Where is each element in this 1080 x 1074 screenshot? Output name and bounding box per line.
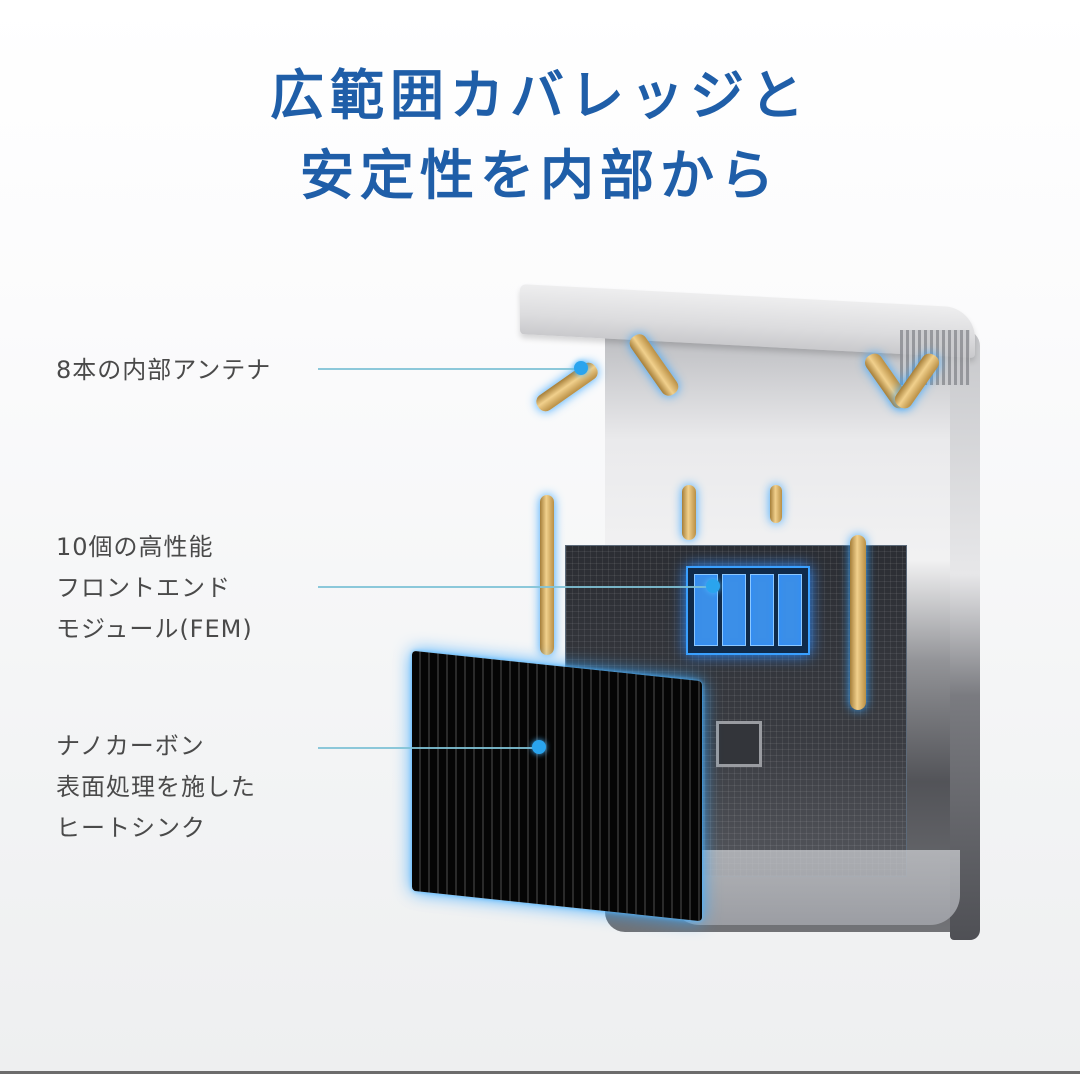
fem-chip: [750, 574, 774, 646]
heatsink: [412, 650, 702, 922]
callout-antenna-line-1: 8本の内部アンテナ: [56, 356, 272, 384]
callout-fem: 10個の高性能 フロントエンド モジュール(FEM): [56, 527, 253, 650]
antenna-icon: [770, 485, 782, 523]
processor-chip: [716, 721, 762, 767]
antenna-icon: [850, 535, 866, 710]
callout-fem-line-2: フロントエンド: [56, 574, 231, 602]
callout-heatsink-line-3: ヒートシンク: [56, 814, 206, 842]
bottom-border: [0, 1071, 1080, 1074]
antenna-icon: [540, 495, 554, 655]
fem-chip: [778, 574, 802, 646]
title-line-1: 広範囲カバレッジと: [270, 64, 810, 127]
callout-dot-heatsink: [532, 740, 546, 754]
callout-heatsink: ナノカーボン 表面処理を施した ヒートシンク: [56, 726, 256, 849]
leader-line-fem: [318, 586, 712, 588]
router-base: [670, 850, 960, 925]
callout-fem-line-1: 10個の高性能: [56, 533, 214, 561]
router-side-panel: [950, 330, 980, 940]
antenna-icon: [682, 485, 696, 540]
callout-dot-fem: [706, 579, 720, 593]
title-line-2: 安定性を内部から: [300, 144, 780, 207]
callout-heatsink-line-1: ナノカーボン: [56, 732, 205, 760]
callout-dot-antenna: [574, 361, 588, 375]
callout-antenna: 8本の内部アンテナ: [56, 350, 271, 391]
title: 広範囲カバレッジと 安定性を内部から: [0, 56, 1080, 216]
fem-chip: [722, 574, 746, 646]
leader-line-heatsink: [318, 747, 538, 749]
leader-line-antenna: [318, 368, 580, 370]
callout-heatsink-line-2: 表面処理を施した: [56, 773, 256, 801]
fem-module-array: [686, 566, 810, 655]
router-cutaway-illustration: [412, 284, 990, 950]
callout-fem-line-3: モジュール(FEM): [56, 615, 253, 643]
